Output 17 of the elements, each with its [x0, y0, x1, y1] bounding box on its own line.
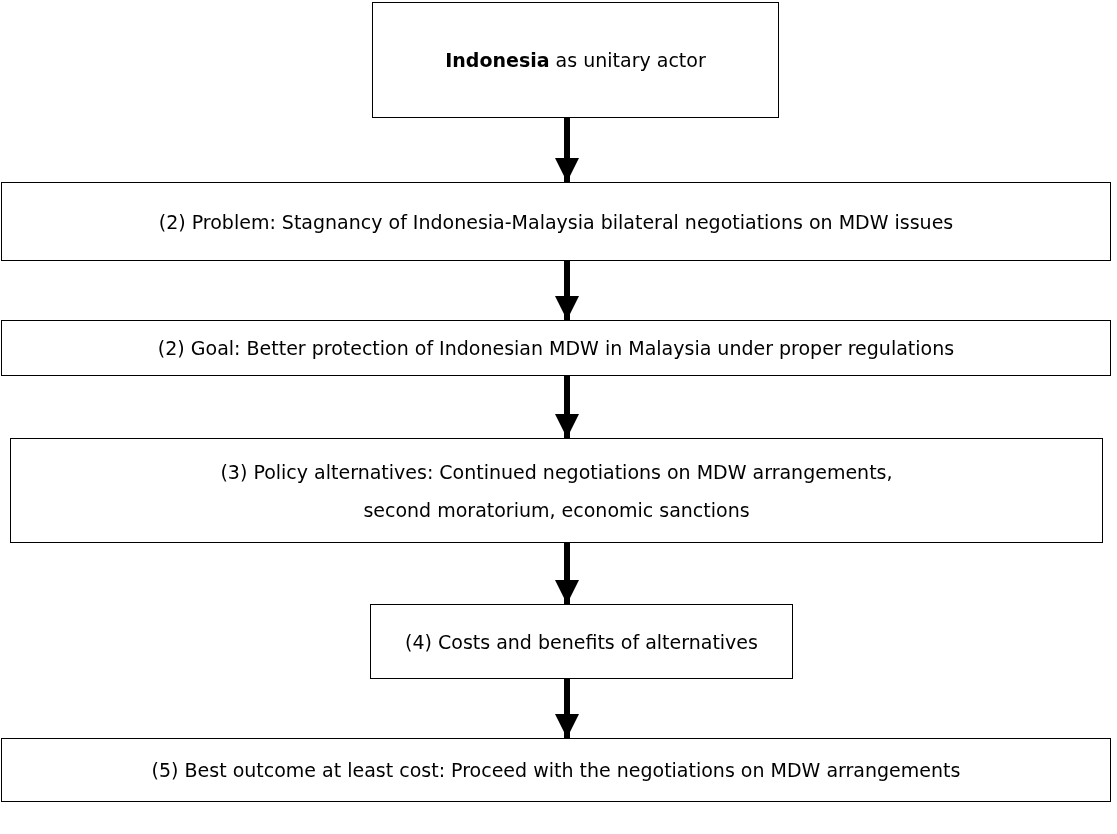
process-box	[1, 320, 1111, 376]
process-box	[1, 738, 1111, 802]
box-text: Indonesia as unitary actor	[445, 48, 706, 73]
box-text: (5) Best outcome at least cost: Proceed with the negotiations on MDW arrangements	[151, 758, 961, 783]
process-box	[370, 604, 793, 679]
arrow	[555, 679, 579, 738]
arrow	[555, 376, 579, 438]
arrow	[555, 118, 579, 182]
arrow	[555, 543, 579, 604]
process-box	[372, 2, 779, 118]
process-box	[10, 438, 1103, 543]
box-text: (2) Goal: Better protection of Indonesian MDW in Malaysia under proper regulations	[157, 336, 955, 361]
process-box	[1, 182, 1111, 261]
box-text: (2) Problem: Stagnancy of Indonesia-Malaysia bilateral negotiations on MDW issues	[158, 209, 954, 235]
box-text: (4) Costs and benefits of alternatives	[405, 629, 758, 655]
arrow	[555, 261, 579, 320]
box-text: (3) Policy alternatives: Continued negotiations on MDW arrangements, second moratorium, economic sanctions	[219, 459, 894, 523]
